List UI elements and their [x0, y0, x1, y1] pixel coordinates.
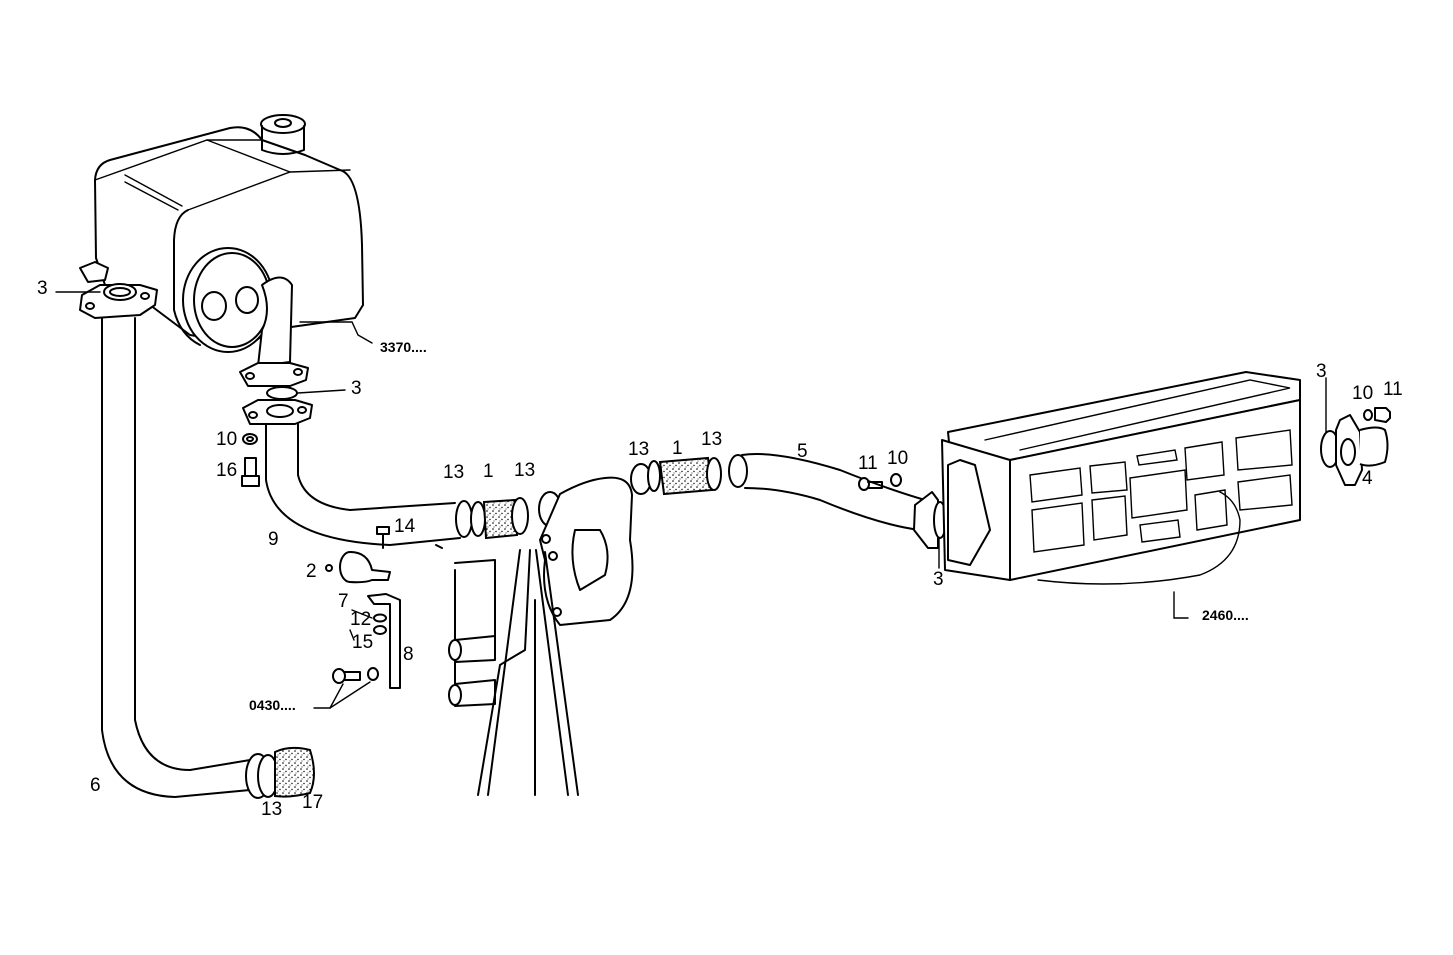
intercooler: [941, 371, 1301, 619]
callout-4-flange: 4: [1362, 468, 1373, 489]
callout-3-gasket-left: 3: [37, 278, 48, 299]
callout-5-pipe: 5: [797, 441, 808, 462]
callout-13-clamp-e: 13: [261, 799, 283, 820]
leader-lines: [349, 609, 373, 641]
callout-1-hose-a: 1: [483, 461, 494, 482]
callout-10-washer-left: 10: [216, 429, 238, 450]
left-flange-assembly: [55, 261, 158, 319]
callout-13-clamp-d: 13: [701, 429, 723, 450]
callout-17-sleeve: 17: [302, 792, 324, 813]
callout-3-gasket-middle: 3: [351, 378, 362, 399]
engine-block-partial: [435, 544, 579, 796]
callout-14-bolt: 14: [394, 516, 416, 537]
callout-8-bracket: 8: [403, 644, 414, 665]
callout-9-pipe: 9: [268, 529, 279, 550]
callout-15-spacer: 15: [352, 632, 374, 653]
callout-13-clamp-b: 13: [514, 460, 536, 481]
callout-10-washer-middle: 10: [887, 448, 909, 469]
callout-11-bolt-right: 11: [1383, 379, 1403, 400]
fasteners-left: [241, 433, 401, 709]
hose-1-right: [630, 454, 748, 496]
right-end-cap: [1320, 377, 1391, 486]
pipe-6: [101, 317, 315, 799]
callout-3-gasket-inlet: 3: [933, 569, 944, 590]
callout-13-clamp-a: 13: [443, 462, 465, 483]
callout-11-bolt-middle: 11: [858, 453, 878, 474]
callout-1-hose-b: 1: [672, 438, 683, 459]
callout-13-clamp-c: 13: [628, 439, 650, 460]
callout-12-washer: 12: [350, 609, 372, 630]
callout-6-pipe: 6: [90, 775, 101, 796]
pipe-9: [265, 423, 461, 546]
ref-0430-fasteners: 0430....: [249, 697, 296, 713]
ref-3370-expansion-tank: 3370....: [380, 339, 427, 355]
callout-3-gasket-outlet: 3: [1316, 361, 1327, 382]
callout-7-clip: 7: [338, 591, 349, 612]
callout-16-stud: 16: [216, 460, 238, 481]
middle-flange-assembly: [239, 362, 346, 425]
ref-2460-intercooler: 2460....: [1202, 607, 1249, 623]
callout-2-nut: 2: [306, 561, 317, 582]
turbo-housing: [539, 476, 634, 626]
callout-10-washer-right: 10: [1352, 383, 1374, 404]
pipe-5: [741, 453, 947, 569]
expansion-tank: [94, 114, 373, 367]
